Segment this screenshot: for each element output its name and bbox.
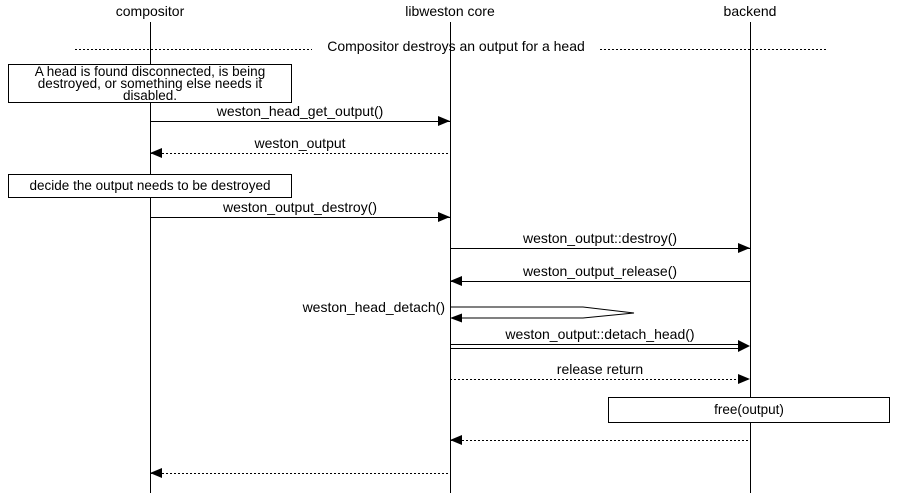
message-label: weston_head_get_output() — [216, 103, 384, 119]
note-line: decide the output needs to be destroyed — [29, 178, 271, 193]
message-line — [450, 281, 750, 282]
arrowhead-right-icon — [738, 340, 750, 352]
participant-compositor: compositor — [115, 3, 185, 19]
note-decide-destroy: decide the output needs to be destroyed — [8, 174, 292, 198]
message-line — [450, 344, 740, 345]
message-line — [450, 248, 750, 249]
message-label: release return — [556, 361, 644, 377]
message-line — [150, 217, 450, 218]
title-divider-right — [600, 49, 828, 50]
arrowhead-left-icon — [150, 148, 162, 158]
lifeline-libweston-core — [450, 22, 451, 493]
message-label: weston_output::detach_head() — [505, 326, 695, 342]
note-line: disabled. — [122, 88, 178, 103]
note-line: destroyed, or something else needs it — [37, 76, 263, 91]
lifeline-backend — [750, 22, 751, 493]
message-line — [150, 121, 450, 122]
self-message-loop — [450, 306, 635, 323]
arrowhead-left-icon — [150, 468, 162, 478]
message-label: weston_output — [254, 135, 346, 151]
message-line — [450, 379, 750, 380]
message-line — [150, 153, 450, 154]
message-label: weston_output_destroy() — [222, 199, 378, 215]
message-label: weston_output::destroy() — [522, 230, 678, 246]
arrowhead-right-icon — [738, 374, 750, 384]
diagram-title: Compositor destroys an output for a head — [327, 38, 585, 54]
arrowhead-right-icon — [438, 116, 450, 126]
arrowhead-left-icon — [450, 435, 462, 445]
message-line — [450, 348, 740, 349]
participant-backend: backend — [723, 3, 777, 19]
note-head-disconnected: A head is found disconnected, is being d… — [8, 64, 292, 103]
arrowhead-right-icon — [438, 212, 450, 222]
message-label: weston_output_release() — [522, 263, 678, 279]
arrowhead-right-icon — [738, 243, 750, 253]
note-line: A head is found disconnected, is being — [34, 64, 266, 79]
participant-libweston-core: libweston core — [405, 3, 495, 19]
message-line — [150, 473, 450, 474]
note-line: free(output) — [714, 402, 784, 417]
message-line — [450, 440, 750, 441]
note-free-output: free(output) — [608, 397, 890, 423]
title-divider-left — [75, 49, 312, 50]
lifeline-compositor — [150, 22, 151, 493]
arrowhead-left-icon — [450, 276, 462, 286]
message-label: weston_head_detach() — [302, 299, 445, 315]
